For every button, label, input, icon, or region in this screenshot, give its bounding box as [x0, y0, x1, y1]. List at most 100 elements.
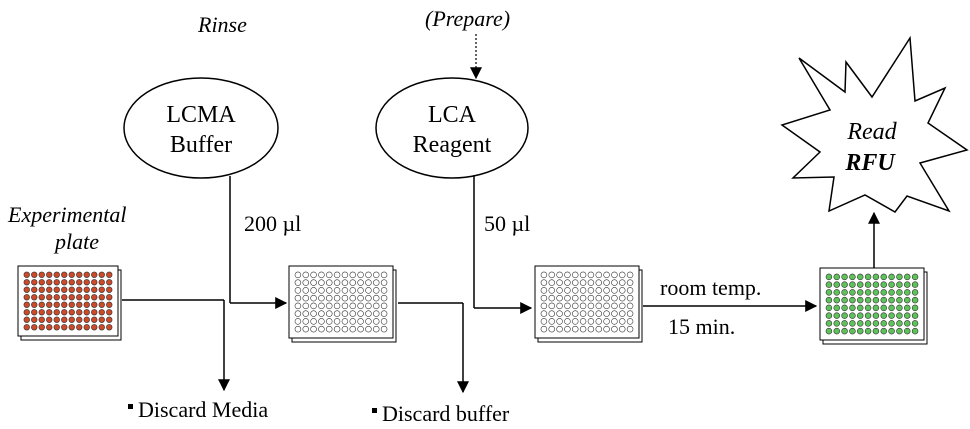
plate-well	[76, 294, 83, 301]
plate-well	[31, 271, 38, 278]
plate-well	[904, 296, 911, 304]
plate-well	[540, 302, 548, 310]
plate-well	[579, 302, 587, 310]
plate-well	[833, 327, 840, 335]
plate-well	[841, 273, 848, 281]
plate-well	[91, 279, 98, 286]
plate-well	[896, 312, 903, 319]
plate-well	[341, 310, 349, 317]
plate-well	[53, 309, 60, 316]
plate-well	[540, 271, 548, 279]
plate-well	[31, 309, 38, 316]
plate-well	[911, 304, 919, 312]
plate-well	[579, 279, 587, 286]
plate-well	[349, 271, 356, 279]
plate-well	[373, 294, 380, 302]
plate-well	[333, 287, 341, 294]
plate-well	[68, 294, 75, 301]
plate-well	[595, 271, 602, 279]
plate-well	[31, 286, 38, 293]
plate-well	[46, 301, 53, 308]
plate-well	[619, 279, 626, 286]
plate-well	[106, 286, 113, 293]
rinse-plate	[288, 265, 397, 343]
plate-well	[611, 294, 618, 302]
plate-well	[849, 296, 856, 304]
plate-well	[46, 316, 53, 323]
lcma-buffer-ellipse	[123, 77, 279, 179]
plate-well	[302, 294, 309, 302]
plate-well	[611, 310, 618, 317]
experimental-label: Experimental	[7, 202, 127, 227]
plate-well	[540, 310, 548, 317]
plate-well	[556, 325, 563, 333]
plate-well	[333, 302, 341, 310]
plate-well	[626, 310, 634, 317]
plate-well	[373, 302, 380, 310]
plate-well	[106, 294, 113, 301]
plate-well	[904, 327, 911, 335]
plate-well	[849, 327, 856, 335]
plate-well	[23, 301, 30, 308]
plate-well	[68, 301, 75, 308]
plate-well	[91, 286, 98, 293]
plate-well	[619, 294, 626, 302]
plate-well	[857, 289, 864, 296]
plate-well	[333, 318, 341, 325]
plate-well	[83, 286, 90, 293]
plate-well	[61, 301, 68, 308]
plate-well	[91, 309, 98, 316]
plate-well	[61, 271, 68, 278]
plate-well	[357, 271, 364, 279]
plate-well	[318, 310, 325, 317]
plate-well	[825, 320, 833, 327]
volume-200-label: 200 µl	[244, 211, 301, 236]
plate-well	[38, 309, 45, 316]
plate-well	[904, 281, 911, 288]
plate-well	[888, 289, 895, 296]
plate-well	[841, 320, 848, 327]
plate-well	[896, 273, 903, 281]
rfu-label: RFU	[844, 150, 896, 176]
plate-well	[911, 273, 919, 281]
plate-well	[872, 304, 880, 312]
plate-well	[619, 302, 626, 310]
plate-well	[849, 289, 856, 296]
plate-well	[896, 281, 903, 288]
plate-well	[841, 289, 848, 296]
plate-well	[579, 310, 587, 317]
plate-well	[619, 310, 626, 317]
plate-well	[83, 309, 90, 316]
plate-well	[888, 304, 895, 312]
plate-well	[373, 310, 380, 317]
plate-well	[540, 318, 548, 325]
plate-well	[572, 287, 579, 294]
plate-well	[83, 294, 90, 301]
plate-well	[626, 318, 634, 325]
plate-well	[864, 327, 872, 335]
plate-well	[540, 279, 548, 286]
plate-well	[23, 286, 30, 293]
plate-well	[864, 273, 872, 281]
plate-well	[872, 281, 880, 288]
plate-well	[91, 271, 98, 278]
plate-well	[310, 302, 317, 310]
plate-well	[326, 271, 333, 279]
room-temp-label: room temp.	[660, 275, 761, 300]
plate-well	[595, 310, 602, 317]
plate-well	[98, 301, 105, 308]
plate-well	[23, 294, 30, 301]
plate-well	[318, 271, 325, 279]
plate-well	[857, 327, 864, 335]
plate-well	[896, 304, 903, 312]
plate-well	[31, 324, 38, 331]
plate-well	[302, 310, 309, 317]
plate-well	[83, 279, 90, 286]
plate-well	[556, 287, 563, 294]
plate-well	[548, 294, 555, 302]
plate-well	[38, 286, 45, 293]
plate-well	[564, 294, 571, 302]
plate-well	[357, 302, 364, 310]
plate-well	[825, 289, 833, 296]
read-starburst	[780, 35, 969, 213]
